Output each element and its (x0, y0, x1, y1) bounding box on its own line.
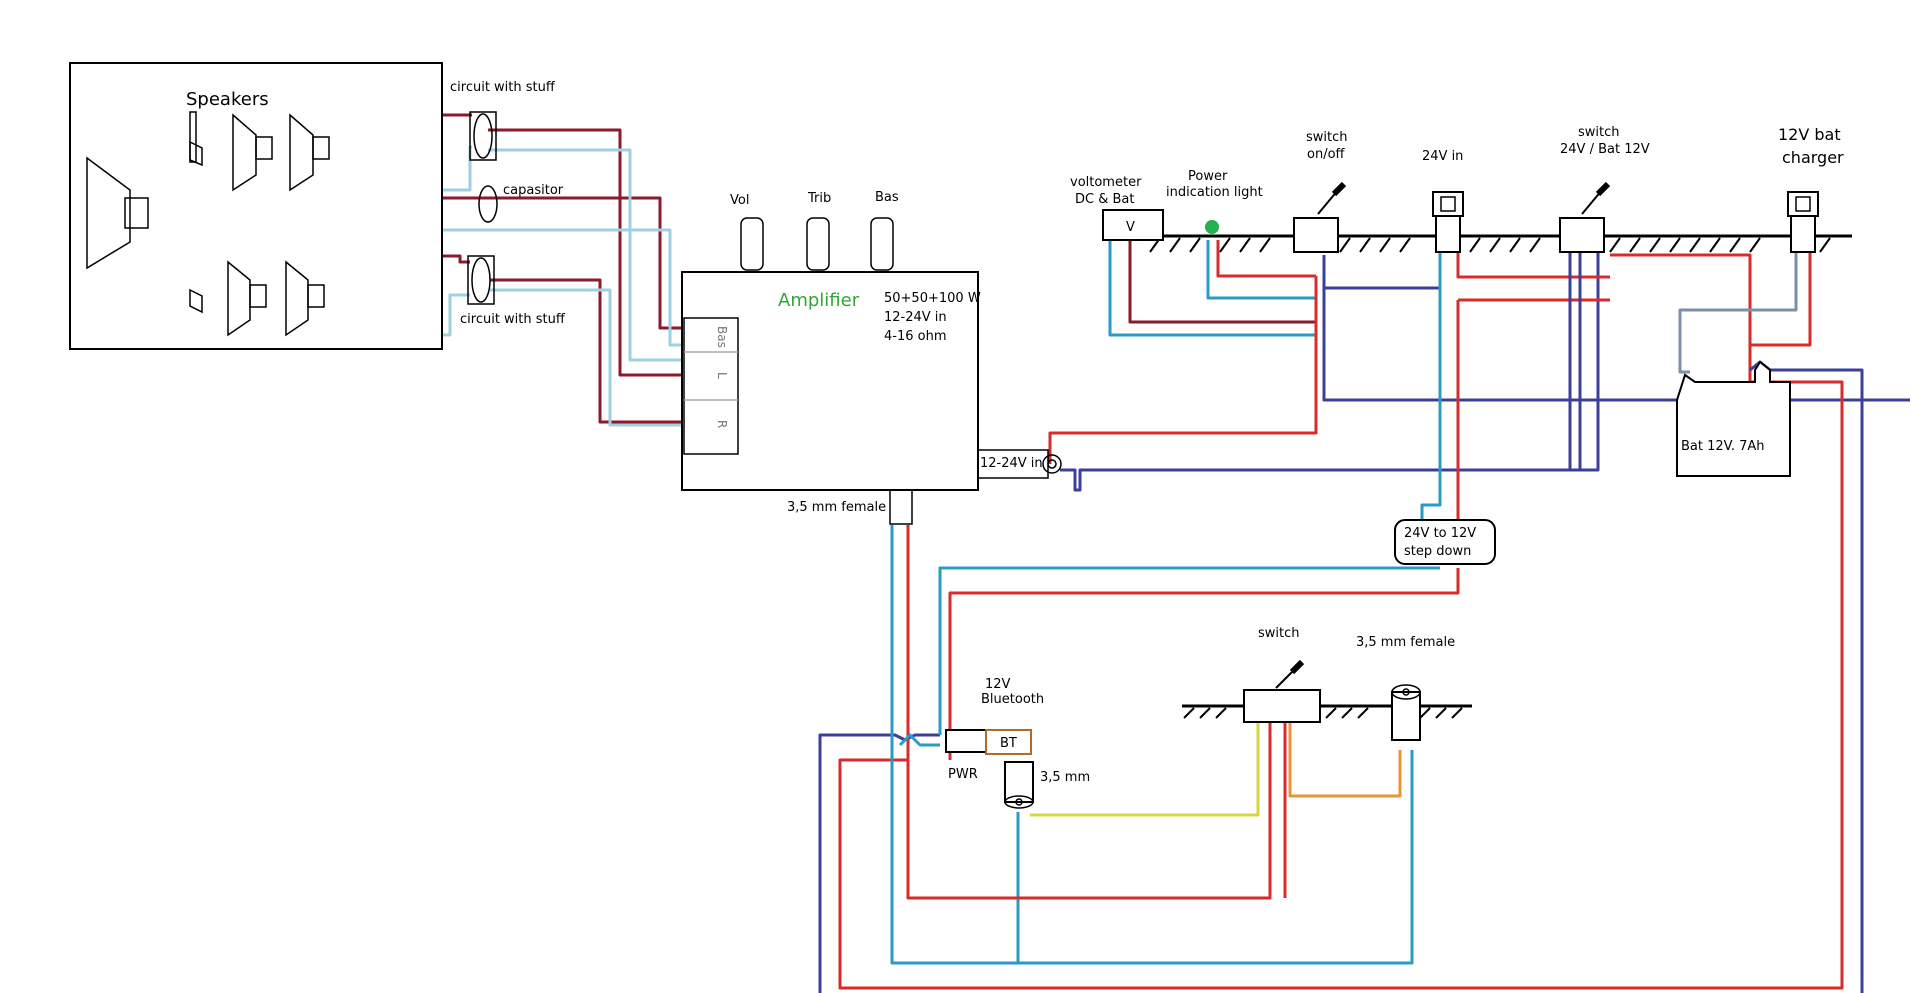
svg-text:voltometer: voltometer (1070, 175, 1142, 190)
svg-text:charger: charger (1782, 148, 1844, 167)
svg-text:DC & Bat: DC & Bat (1075, 192, 1134, 207)
bluetooth-module: 12V Bluetooth BT PWR 3,5 mm (945, 677, 1090, 809)
svg-text:24V in: 24V in (1422, 149, 1463, 164)
amplifier-aux-jack: 3,5 mm female (787, 489, 913, 525)
svg-text:indication light: indication light (1166, 185, 1263, 200)
svg-text:12-24V in: 12-24V in (980, 456, 1043, 471)
svg-text:Trib: Trib (807, 191, 831, 206)
svg-text:switch: switch (1306, 130, 1348, 145)
switch-on-off[interactable]: switch on/off (1293, 130, 1348, 253)
svg-text:switch: switch (1578, 125, 1620, 140)
port-l-label: L (715, 372, 729, 379)
speaker-cabinet: Speakers (69, 62, 443, 350)
svg-text:4-16 ohm: 4-16 ohm (884, 329, 947, 344)
voltmeter-symbol: V (1126, 220, 1135, 235)
circuit-bottom: circuit with stuff (460, 255, 566, 327)
bottom-panel-ground (1182, 704, 1472, 719)
svg-text:Power: Power (1188, 169, 1228, 184)
pwr-label: PWR (948, 767, 978, 782)
circuit-top: circuit with stuff (450, 80, 556, 161)
input-24v: 24V in (1422, 149, 1464, 253)
power-panel-ground (1149, 234, 1852, 253)
svg-text:Bluetooth: Bluetooth (981, 692, 1044, 707)
svg-text:24V to 12V: 24V to 12V (1404, 526, 1476, 541)
switch-24v-bat12v[interactable]: switch 24V / Bat 12V (1559, 125, 1650, 253)
svg-text:on/off: on/off (1307, 147, 1346, 162)
power-wiring (818, 234, 1910, 993)
toggle-switch-icon (1559, 217, 1605, 253)
toggle-switch-icon (1243, 689, 1321, 723)
bt-label: BT (1000, 736, 1017, 751)
switch-bottom[interactable]: switch (1243, 626, 1321, 723)
bt-jack-label: 3,5 mm (1040, 770, 1090, 785)
battery-charger-input: 12V bat charger (1778, 125, 1844, 253)
knob-vol[interactable]: Vol (730, 193, 764, 271)
speaker-group-bottom-icon (189, 260, 325, 337)
svg-text:12V: 12V (985, 677, 1011, 692)
green-light-icon (1205, 220, 1219, 234)
svg-text:3,5 mm female: 3,5 mm female (1356, 635, 1455, 650)
audio-wiring (890, 525, 1414, 965)
woofer-icon (86, 156, 149, 270)
svg-text:circuit with stuff: circuit with stuff (460, 312, 566, 327)
svg-text:12-24V in: 12-24V in (884, 310, 947, 325)
svg-text:capasitor: capasitor (503, 183, 564, 198)
svg-text:Bat 12V. 7Ah: Bat 12V. 7Ah (1681, 439, 1765, 454)
port-r-label: R (715, 420, 729, 428)
amplifier-title: Amplifier (778, 290, 860, 311)
port-bas-label: Bas (715, 326, 729, 348)
power-indication-light: Power indication light (1166, 169, 1263, 234)
toggle-switch-icon (1293, 217, 1339, 253)
speakers-label: Speakers (186, 89, 269, 110)
svg-text:switch: switch (1258, 626, 1300, 641)
capacitor: capasitor (478, 183, 564, 223)
voltmeter: voltometer DC & Bat V (1070, 175, 1164, 241)
battery: Bat 12V. 7Ah (1676, 360, 1791, 477)
svg-text:12V bat: 12V bat (1778, 125, 1841, 144)
amplifier-power-input: 12-24V in (977, 449, 1062, 479)
svg-text:Vol: Vol (730, 193, 749, 208)
svg-text:step down: step down (1404, 544, 1471, 559)
knob-bas[interactable]: Bas (870, 190, 899, 271)
amplifier: Amplifier 50+50+100 W 12-24V in 4-16 ohm… (681, 271, 1062, 525)
svg-text:circuit with stuff: circuit with stuff (450, 80, 556, 95)
bt-board (985, 729, 1032, 755)
svg-text:3,5 mm female: 3,5 mm female (787, 500, 886, 515)
knob-trib[interactable]: Trib (806, 191, 831, 271)
svg-text:24V / Bat 12V: 24V / Bat 12V (1560, 142, 1650, 157)
bt-power-block (945, 729, 987, 753)
speaker-group-top-icon (189, 111, 330, 192)
female-jack-bottom: 3,5 mm female (1356, 635, 1455, 741)
svg-text:50+50+100 W: 50+50+100 W (884, 291, 981, 306)
svg-text:Bas: Bas (875, 190, 899, 205)
step-down-converter: 24V to 12V step down (1394, 519, 1496, 565)
amplifier-ports: Bas L R (683, 317, 739, 455)
